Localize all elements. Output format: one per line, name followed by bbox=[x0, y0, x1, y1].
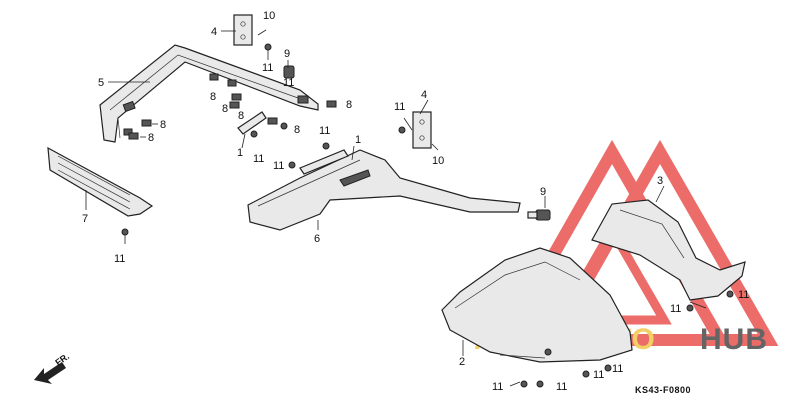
callout-11-e: 11 bbox=[273, 160, 284, 172]
callout-11-f: 11 bbox=[394, 101, 405, 113]
front-label: FR. bbox=[53, 351, 71, 368]
part-9-bolt-middle bbox=[527, 209, 551, 221]
callout-10-top: 10 bbox=[263, 10, 275, 22]
front-direction-indicator: FR. bbox=[34, 351, 71, 384]
callout-11-top-b: 11 bbox=[283, 77, 294, 89]
part-3-inner-cover bbox=[591, 199, 746, 301]
callout-4-right: 4 bbox=[421, 89, 427, 101]
callout-9-top: 9 bbox=[284, 48, 290, 60]
part-1-clamp-plate-left bbox=[237, 111, 267, 135]
part-2-front-cowl bbox=[441, 247, 633, 363]
callout-7: 7 bbox=[82, 213, 88, 225]
callout-11-d: 11 bbox=[319, 125, 330, 137]
leader-lines bbox=[85, 29, 707, 387]
front-arrow-icon bbox=[34, 362, 66, 384]
part-8-clips bbox=[128, 93, 337, 140]
callout-8-g: 8 bbox=[346, 99, 352, 111]
part-4-mount-bracket-top bbox=[233, 14, 253, 46]
watermark-text-hub: HUB bbox=[700, 323, 768, 356]
callout-4-top: 4 bbox=[211, 26, 217, 38]
callout-11-m: 11 bbox=[612, 363, 623, 375]
callout-11-c: 11 bbox=[253, 153, 264, 165]
callout-labels: 4 10 9 11 11 5 8 8 8 8 8 8 8 1 11 11 11 … bbox=[82, 10, 749, 393]
callout-11-i: 11 bbox=[738, 289, 749, 301]
callout-11-j: 11 bbox=[492, 381, 503, 393]
callout-11-h: 11 bbox=[670, 303, 681, 315]
callout-11-top-a: 11 bbox=[262, 62, 273, 74]
callout-8-a: 8 bbox=[210, 91, 216, 103]
callout-8-f: 8 bbox=[294, 124, 300, 136]
callout-8-c: 8 bbox=[238, 110, 244, 122]
part-9-bolt-top bbox=[283, 65, 295, 79]
part-11-fasteners bbox=[121, 43, 734, 388]
callout-8-d: 8 bbox=[160, 119, 166, 131]
diagram-code: KS43-F0800 bbox=[635, 385, 691, 395]
callout-8-e: 8 bbox=[148, 132, 154, 144]
callout-5: 5 bbox=[98, 77, 104, 89]
part-6-side-trim bbox=[247, 149, 521, 231]
callout-3: 3 bbox=[657, 175, 663, 187]
callout-2: 2 bbox=[459, 356, 465, 368]
callout-11-l: 11 bbox=[593, 369, 604, 381]
part-4-mount-bracket-right bbox=[412, 111, 432, 149]
callout-6: 6 bbox=[314, 233, 320, 245]
callout-10-right: 10 bbox=[432, 155, 444, 167]
callout-1-left: 1 bbox=[237, 147, 243, 159]
part-7-grille-panel bbox=[47, 146, 154, 244]
part-5-rear-carrier-bracket bbox=[99, 44, 319, 143]
callout-9-middle: 9 bbox=[540, 186, 546, 198]
callout-11-k: 11 bbox=[556, 381, 567, 393]
callout-11-g: 11 bbox=[114, 253, 125, 265]
callout-8-b: 8 bbox=[222, 103, 228, 115]
callout-1-right: 1 bbox=[355, 134, 361, 146]
